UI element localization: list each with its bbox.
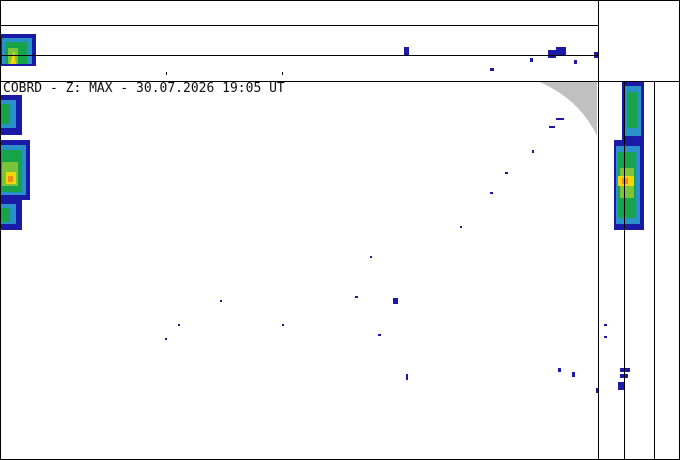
no-coverage-area — [540, 82, 597, 136]
top-projection-echoes — [0, 34, 598, 75]
plan-view-echoes — [0, 95, 598, 393]
side-projection-echoes — [604, 82, 644, 390]
product-header: COBRD - Z: MAX - 30.07.2026 19:05 UT — [3, 81, 285, 96]
